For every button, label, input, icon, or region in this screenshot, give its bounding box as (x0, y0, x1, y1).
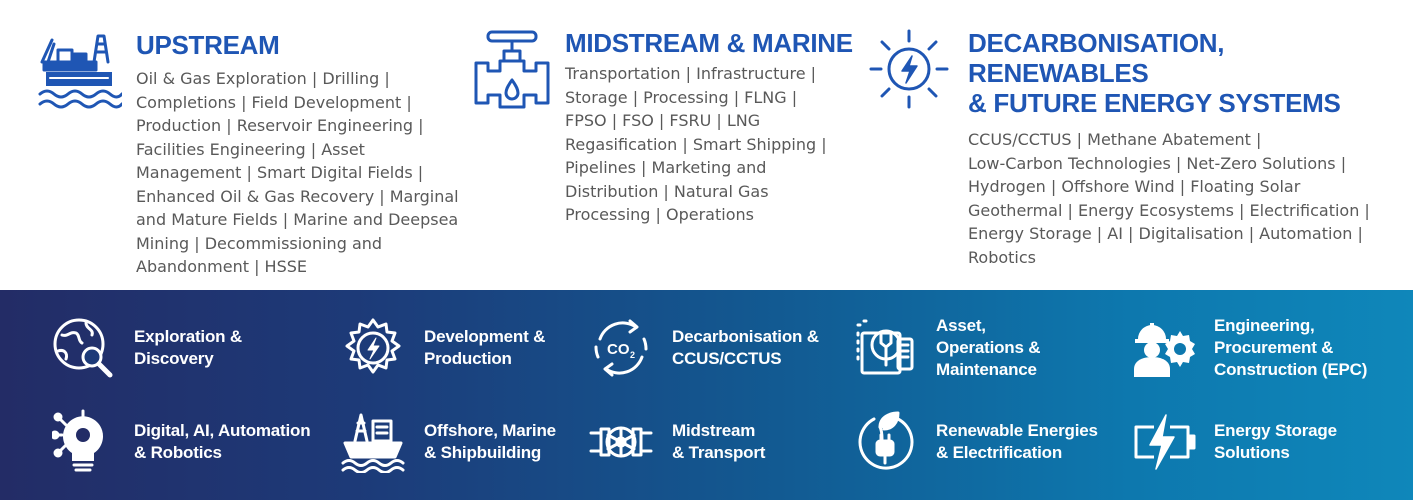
tile-label: Digital, AI, Automation& Robotics (134, 421, 311, 462)
pipeline-valve-icon (470, 28, 554, 112)
tile-label: Exploration &Discovery (134, 327, 242, 368)
sector-title: MIDSTREAM & MARINE (565, 28, 853, 58)
leaf-plug-icon (852, 409, 918, 475)
tile-label: Asset,Operations &Maintenance (936, 316, 1041, 379)
tile-exploration-discovery: Exploration &Discovery (50, 315, 242, 381)
sector-midstream: MIDSTREAM & MARINE Transportation | Infr… (565, 28, 865, 227)
svg-text:CO: CO (607, 341, 630, 358)
tile-label: Decarbonisation &CCUS/CCTUS (672, 327, 819, 368)
sector-title: DECARBONISATION, RENEWABLES & FUTURE ENE… (968, 28, 1341, 118)
tile-offshore-marine: Offshore, Marine& Shipbuilding (340, 409, 556, 475)
tile-label: Offshore, Marine& Shipbuilding (424, 421, 556, 462)
sector-upstream: UPSTREAM Oil & Gas Exploration | Drillin… (136, 30, 466, 279)
sector-decarbonisation: DECARBONISATION, RENEWABLES & FUTURE ENE… (968, 28, 1398, 269)
sector-description: Oil & Gas Exploration | Drilling | Compl… (136, 69, 459, 276)
tile-renewable-energies: Renewable Energies& Electrification (852, 409, 1098, 475)
tile-label: Midstream& Transport (672, 421, 766, 462)
oil-rig-icon (38, 32, 122, 114)
tile-label: Engineering,Procurement &Construction (E… (1214, 316, 1368, 379)
tile-label: Development &Production (424, 327, 546, 368)
tile-epc: Engineering,Procurement &Construction (E… (1130, 315, 1367, 381)
energy-bolt-icon (866, 26, 952, 112)
offshore-ship-icon (340, 409, 406, 475)
tile-decarbonisation-ccus: CO 2 Decarbonisation &CCUS/CCTUS (588, 315, 819, 381)
tile-digital-ai: Digital, AI, Automation& Robotics (50, 409, 311, 475)
tile-development-production: Development &Production (340, 315, 545, 381)
sector-description: CCUS/CCTUS | Methane Abatement | Low-Car… (968, 130, 1370, 267)
battery-bolt-icon (1130, 409, 1196, 475)
gear-bolt-icon (340, 315, 406, 381)
globe-magnifier-icon (50, 315, 116, 381)
sector-description: Transportation | Infrastructure | Storag… (565, 64, 827, 224)
sector-title: UPSTREAM (136, 30, 280, 60)
focus-areas-band: Exploration &Discovery Development &Prod… (0, 290, 1413, 500)
engineer-gear-icon (1130, 315, 1196, 381)
co2-recycle-icon: CO 2 (588, 315, 654, 381)
tile-midstream-transport: Midstream& Transport (588, 409, 765, 475)
ai-lightbulb-icon (50, 409, 116, 475)
sectors-panel: UPSTREAM Oil & Gas Exploration | Drillin… (38, 26, 1398, 279)
gear-wrench-icon (852, 315, 918, 381)
tile-label: Renewable Energies& Electrification (936, 421, 1098, 462)
pipeline-wheel-icon (588, 409, 654, 475)
svg-text:2: 2 (630, 350, 635, 360)
tile-asset-operations: Asset,Operations &Maintenance (852, 315, 1041, 381)
